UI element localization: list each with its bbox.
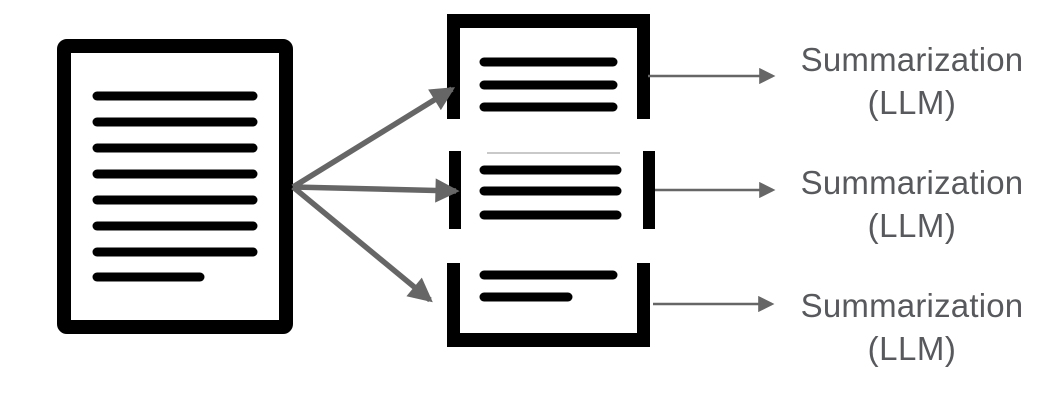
chunk-left-border [447,14,460,119]
chunk-frame [447,263,650,347]
document-middle-chunk-icon [449,151,655,229]
split-arrow-top-icon [291,86,456,190]
document-bottom-chunk-icon [447,263,650,347]
summarization-label-3: Summarization (LLM) [779,284,1045,370]
summarization-label-line2: (LLM) [867,207,957,244]
summarization-label-line2: (LLM) [867,84,957,121]
chunk-bottom-border [447,333,650,347]
split-arrow-bottom-icon [291,184,433,303]
summarization-label-2: Summarization (LLM) [779,161,1045,247]
chunk-text-lines [479,165,622,220]
summarization-label-1: Summarization (LLM) [779,38,1045,124]
document-border [57,39,293,334]
split-arrow-icons [291,86,460,303]
document-text-lines [92,91,258,282]
summarization-label-line2: (LLM) [867,330,957,367]
chunk-right-border [643,151,655,229]
summarization-label-line1: Summarization [800,164,1024,201]
chunk-top-border [447,14,650,28]
chunk-right-border [637,263,650,347]
chunk-text-lines [479,270,618,302]
summarization-label-line1: Summarization [800,287,1024,324]
document-top-chunk-icon [447,14,650,119]
chunk-right-border [637,14,650,119]
chunk-text-lines [479,57,618,112]
split-arrow-middle-icon [292,178,460,203]
summarization-label-line1: Summarization [800,41,1024,78]
to-summarizer-arrow-icons [648,67,776,313]
chunk-left-border [447,263,460,347]
document-icon [57,39,293,334]
